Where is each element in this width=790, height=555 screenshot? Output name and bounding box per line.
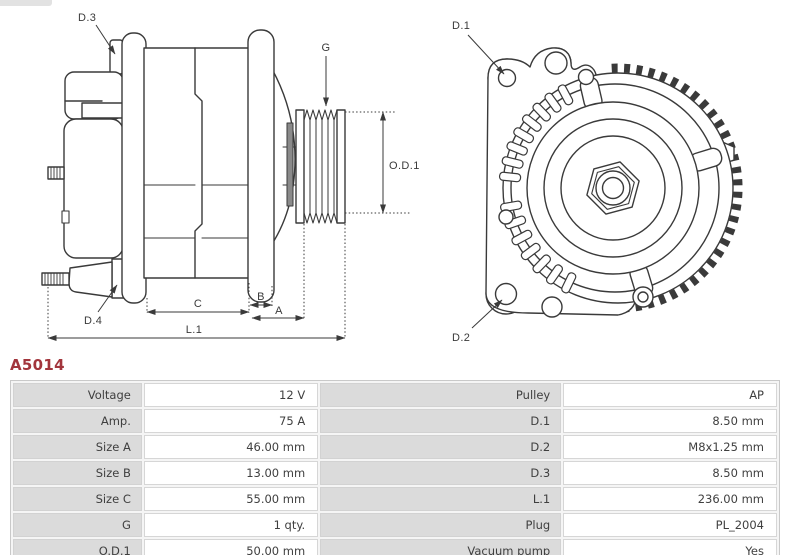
d1-hole bbox=[497, 68, 517, 88]
stator-body bbox=[143, 47, 255, 279]
d2-hole bbox=[494, 282, 518, 306]
dim-label-d2: D.2 bbox=[452, 332, 470, 344]
spec-label: O.D.1 bbox=[13, 539, 142, 555]
extension-lines bbox=[47, 111, 411, 338]
spec-value: 75 A bbox=[143, 409, 319, 433]
spec-value: 236.00 mm bbox=[563, 487, 777, 511]
spec-value: 8.50 mm bbox=[563, 409, 777, 433]
cooling-fins bbox=[571, 63, 743, 313]
spec-row: Size A 46.00 mm D.2 M8x1.25 mm bbox=[13, 435, 777, 459]
dim-label-od1: O.D.1 bbox=[389, 160, 420, 172]
spec-value: M8x1.25 mm bbox=[563, 435, 777, 459]
dim-label-l1: L.1 bbox=[186, 324, 203, 336]
spec-row: Voltage 12 V Pulley AP bbox=[13, 383, 777, 407]
vent-slots bbox=[498, 84, 577, 294]
part-number: A5014 bbox=[10, 356, 65, 374]
spec-label: L.1 bbox=[320, 487, 562, 511]
rear-ear bbox=[121, 32, 147, 304]
corner-watermark bbox=[0, 0, 52, 6]
spec-label: Size C bbox=[13, 487, 142, 511]
spec-value: 1 qty. bbox=[143, 513, 319, 537]
spec-label: G bbox=[13, 513, 142, 537]
terminal-stud bbox=[47, 166, 65, 180]
spec-label: D.1 bbox=[320, 409, 562, 433]
spec-label: Size B bbox=[13, 461, 142, 485]
dim-label-g: G bbox=[322, 42, 331, 54]
dim-label-d1: D.1 bbox=[452, 20, 470, 32]
mounting-foot bbox=[41, 258, 129, 299]
d3-leader-line bbox=[95, 24, 116, 55]
spacer-washer bbox=[286, 122, 294, 207]
spec-row: Size B 13.00 mm D.3 8.50 mm bbox=[13, 461, 777, 485]
spec-label: Pulley bbox=[320, 383, 562, 407]
front-ear bbox=[247, 29, 275, 303]
spec-row: G 1 qty. Plug PL_2004 bbox=[13, 513, 777, 537]
pulley-front bbox=[526, 101, 700, 275]
spec-value: Yes bbox=[563, 539, 777, 555]
d4-leader-line bbox=[97, 284, 118, 313]
spec-label: D.2 bbox=[320, 435, 562, 459]
spec-value: 13.00 mm bbox=[143, 461, 319, 485]
spec-value: 50.00 mm bbox=[143, 539, 319, 555]
spec-value: 55.00 mm bbox=[143, 487, 319, 511]
dim-label-d4: D.4 bbox=[84, 315, 102, 327]
rear-housing bbox=[47, 39, 124, 259]
spec-value: 12 V bbox=[143, 383, 319, 407]
mounting-holes bbox=[494, 51, 654, 318]
spec-label: Vacuum pump bbox=[320, 539, 562, 555]
spec-value: PL_2004 bbox=[563, 513, 777, 537]
dim-label-c: C bbox=[194, 298, 202, 310]
dim-label-d3: D.3 bbox=[78, 12, 96, 24]
spec-value: 8.50 mm bbox=[563, 461, 777, 485]
spec-table: Voltage 12 V Pulley AP Amp. 75 A D.1 8.5… bbox=[10, 380, 780, 555]
spec-label: Amp. bbox=[13, 409, 142, 433]
spec-row: Size C 55.00 mm L.1 236.00 mm bbox=[13, 487, 777, 511]
side-view-diagram: D.3 D.4 G O.D.1 C B A L.1 bbox=[41, 12, 420, 341]
pulley-side bbox=[295, 109, 346, 224]
spec-value: AP bbox=[563, 383, 777, 407]
dim-label-a: A bbox=[275, 305, 283, 317]
spec-row: O.D.1 50.00 mm Vacuum pump Yes bbox=[13, 539, 777, 555]
spec-row: Amp. 75 A D.1 8.50 mm bbox=[13, 409, 777, 433]
dim-label-b: B bbox=[257, 291, 265, 303]
spec-label: Voltage bbox=[13, 383, 142, 407]
front-view-diagram: D.1 D.2 bbox=[452, 20, 743, 344]
d1-leader-line bbox=[467, 34, 505, 75]
spec-value: 46.00 mm bbox=[143, 435, 319, 459]
spec-label: Size A bbox=[13, 435, 142, 459]
d2-leader-line bbox=[471, 299, 503, 329]
spec-label: D.3 bbox=[320, 461, 562, 485]
spec-label: Plug bbox=[320, 513, 562, 537]
